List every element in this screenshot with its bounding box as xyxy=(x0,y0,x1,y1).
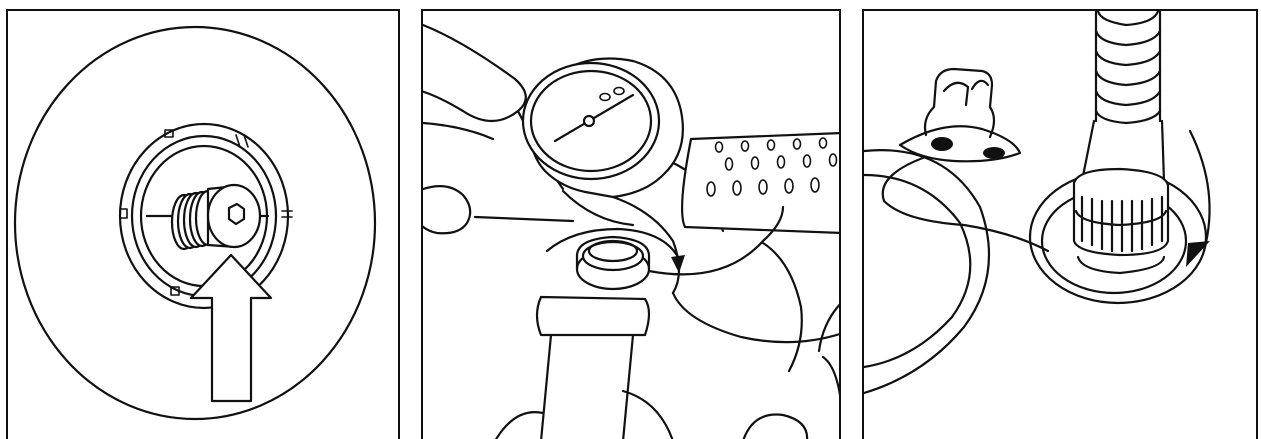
push-arrow-icon xyxy=(191,255,271,401)
hose-illustration xyxy=(864,11,1258,439)
hose-coils xyxy=(1096,11,1160,123)
step-3-panel xyxy=(862,9,1258,439)
tire-band xyxy=(682,133,841,233)
step-2-panel xyxy=(421,9,841,439)
step-1-panel xyxy=(6,9,400,439)
gauge-illustration xyxy=(423,11,841,439)
pump-head xyxy=(537,297,649,335)
valve-illustration xyxy=(8,11,400,439)
